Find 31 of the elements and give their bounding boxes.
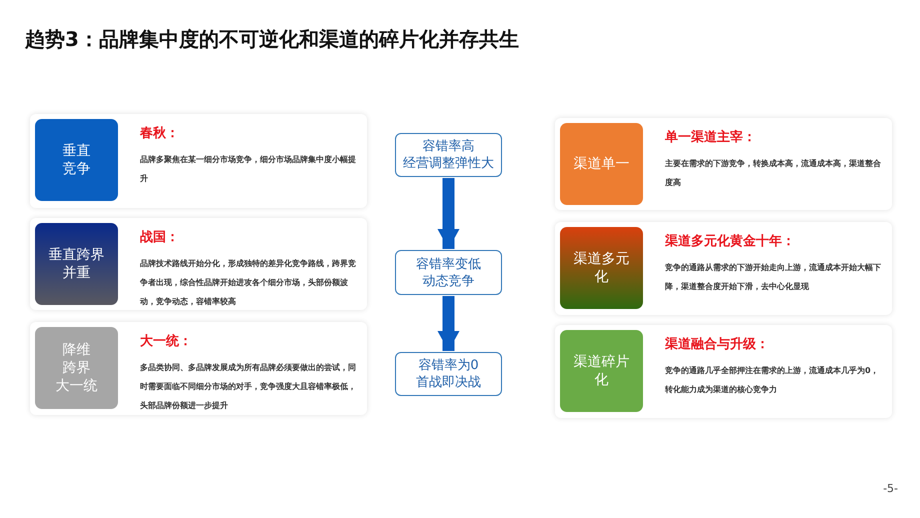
info-card bbox=[555, 222, 892, 315]
category-tile: 渠道多元化 bbox=[560, 227, 643, 309]
card-heading: 渠道多元化黄金十年： bbox=[665, 232, 795, 250]
down-arrow bbox=[438, 178, 460, 249]
stage-box: 容错率为0首战即决战 bbox=[395, 352, 502, 396]
title: 趋势3：品牌集中度的不可逆化和渠道的碎片化并存共生 bbox=[25, 26, 519, 53]
card-heading: 春秋： bbox=[140, 125, 179, 142]
info-card bbox=[30, 114, 367, 208]
card-text: 品牌技术路线开始分化，形成独特的差异化竞争路线，跨界竞争者出现，综合性品牌开始进攻各个细分市场，头部份额波动，竞争动态，容错率较高 bbox=[140, 258, 357, 308]
category-tile: 降维跨界大一统 bbox=[35, 327, 118, 409]
card-text: 多品类协同、多品牌发展成为所有品牌必须要做出的尝试，同时需要面临不同细分市场的对手，竞争强度大且容错率极低，头部品牌份额进一步提升 bbox=[140, 362, 357, 412]
card-text: 品牌多聚焦在某一细分市场竞争，细分市场品牌集中度小幅提升 bbox=[140, 154, 357, 185]
category-tile: 垂直竞争 bbox=[35, 119, 118, 201]
card-heading: 战国： bbox=[140, 229, 179, 246]
category-tile: 垂直跨界并重 bbox=[35, 223, 118, 305]
card-heading: 大一统： bbox=[140, 332, 192, 350]
info-card bbox=[555, 325, 892, 418]
card-text: 竞争的通路几乎全部押注在需求的上游，流通成本几乎为0，转化能力成为渠道的核心竞争力 bbox=[665, 365, 880, 396]
down-arrow bbox=[438, 296, 460, 351]
category-tile: 渠道单一 bbox=[560, 123, 643, 205]
page-number: -5- bbox=[883, 482, 898, 495]
card-heading: 渠道融合与升级： bbox=[665, 336, 769, 353]
card-heading: 单一渠道主宰： bbox=[665, 128, 756, 146]
stage-box: 容错率高经营调整弹性大 bbox=[395, 133, 502, 177]
card-text: 竞争的通路从需求的下游开始走向上游，流通成本开始大幅下降，渠道整合度开始下滑，去中心化显现 bbox=[665, 262, 882, 293]
info-card bbox=[30, 322, 367, 415]
category-tile: 渠道碎片化 bbox=[560, 330, 643, 412]
info-card bbox=[555, 118, 892, 210]
stage-box: 容错率变低动态竞争 bbox=[395, 250, 502, 295]
info-card bbox=[30, 218, 367, 310]
card-text: 主要在需求的下游竞争，转换成本高，流通成本高，渠道整合度高 bbox=[665, 158, 882, 189]
